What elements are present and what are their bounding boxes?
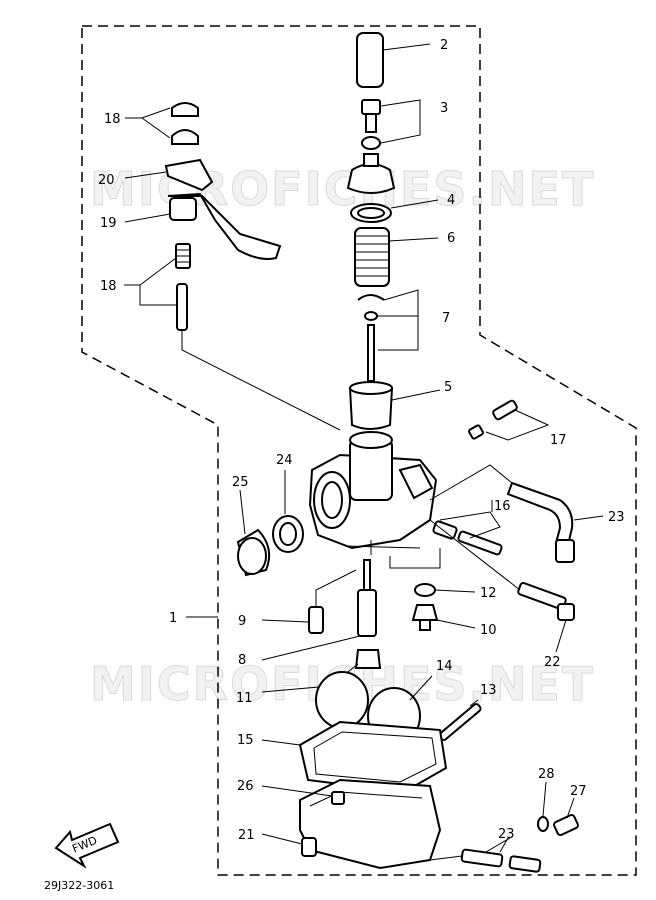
- fwd-arrow-icon: FWD: [54, 822, 120, 869]
- callout-28: 28: [538, 767, 555, 782]
- part-18-spring-plunger: [124, 243, 341, 431]
- callout-10: 10: [480, 623, 497, 638]
- float-bowl: [261, 778, 442, 870]
- part-28-o-ring: [537, 781, 549, 832]
- part-21-screw: [261, 833, 317, 857]
- part-11-nut: [261, 649, 382, 693]
- part-25-cap: [236, 489, 271, 577]
- callout-17: 17: [550, 433, 567, 448]
- callout-6: 6: [447, 231, 455, 246]
- callout-15: 15: [237, 733, 254, 748]
- part-cap: [346, 153, 396, 194]
- part-8-needle-jet: [261, 559, 377, 661]
- part-7-needle-clip: [357, 289, 419, 382]
- assembly-boundary: [81, 25, 637, 876]
- part-23-hose-bottom: [429, 837, 542, 873]
- part-24-ring: [272, 470, 304, 553]
- callout-1: 1: [169, 611, 177, 626]
- callout-23-top: 23: [608, 510, 625, 525]
- part-20-plate: [124, 158, 214, 192]
- part-16-screw-spring: [432, 500, 503, 556]
- carburetor-body: [308, 431, 438, 555]
- callout-5: 5: [444, 380, 452, 395]
- part-23-hose: [429, 464, 604, 563]
- part-3-adjuster-nut: [361, 99, 421, 150]
- part-22-screw: [429, 519, 575, 653]
- callout-2: 2: [440, 38, 448, 53]
- callout-18-bottom: 18: [100, 279, 117, 294]
- callout-14: 14: [436, 659, 453, 674]
- callout-4: 4: [447, 193, 455, 208]
- callout-25: 25: [232, 475, 249, 490]
- drawing-code: 29J322-3061: [44, 879, 114, 892]
- watermark-top: MICROFICHES.NET: [90, 162, 595, 216]
- part-12-washer: [389, 548, 476, 597]
- callout-12: 12: [480, 586, 497, 601]
- part-15-gasket: [261, 720, 448, 794]
- callout-26: 26: [237, 779, 254, 794]
- callout-24: 24: [276, 453, 293, 468]
- callout-11: 11: [236, 691, 253, 706]
- part-2-cable-adjuster: [356, 32, 431, 88]
- part-4-gasket-ring: [350, 199, 439, 223]
- callout-18-top: 18: [104, 112, 121, 127]
- part-27-drain-screw: [553, 797, 579, 837]
- callout-13: 13: [480, 683, 497, 698]
- part-19-lever: [124, 192, 282, 260]
- part-9-jet: [261, 569, 357, 634]
- callout-19: 19: [100, 216, 117, 231]
- part-18-caps: [125, 102, 199, 145]
- callout-7: 7: [442, 311, 450, 326]
- callout-9: 9: [238, 614, 246, 629]
- callout-21: 21: [238, 828, 255, 843]
- part-6-spring: [354, 227, 439, 287]
- callout-20: 20: [98, 173, 115, 188]
- callout-3: 3: [440, 101, 448, 116]
- part-17-screw: [468, 399, 550, 441]
- callout-27: 27: [570, 784, 587, 799]
- callout-22: 22: [544, 655, 561, 670]
- callout-23-bottom: 23: [498, 827, 515, 842]
- part-5-throttle-valve: [348, 381, 441, 430]
- part-10-jet: [411, 604, 476, 631]
- callout-8: 8: [238, 653, 246, 668]
- callout-16: 16: [494, 499, 511, 514]
